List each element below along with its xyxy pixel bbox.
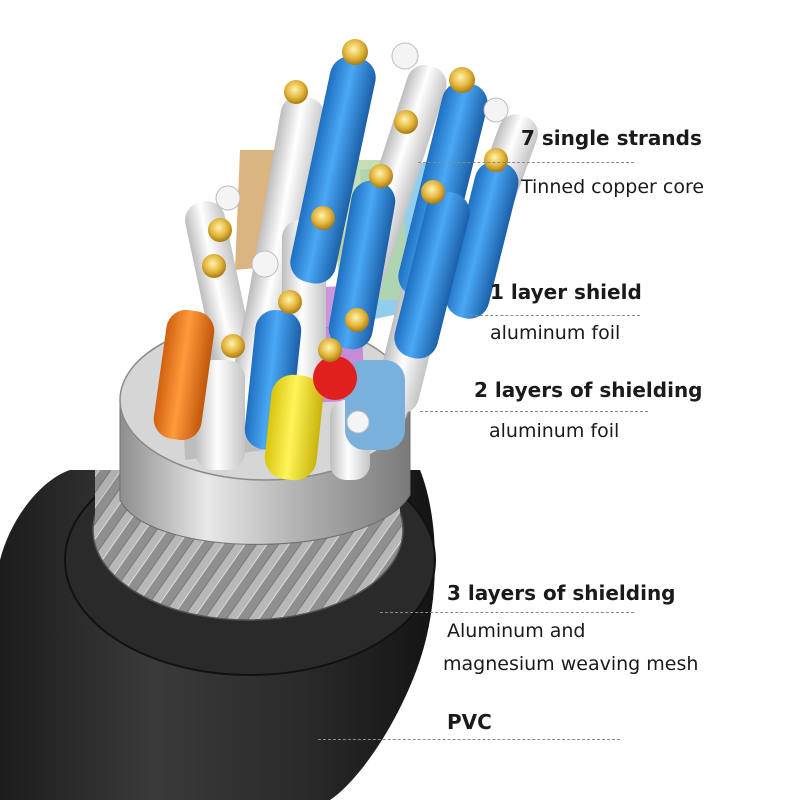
callout-desc-shield-3-line1: Aluminum and [447,620,586,642]
leader-line-shield-1 [470,315,640,316]
callout-desc-shield-2: aluminum foil [489,420,620,442]
callout-title-strands: 7 single strands [521,126,702,150]
callout-desc-shield-1: aluminum foil [490,322,621,344]
yellow-wire [264,374,324,481]
callout-title-shield-1: 1 layer shield [490,280,642,304]
callout-desc-strands: Tinned copper core [521,176,705,198]
leader-line-shield-3 [380,612,634,613]
callout-title-shield-2: 2 layers of shielding [474,378,703,402]
leader-line-strands [418,162,634,163]
copper-cores [202,39,508,362]
red-wire [313,356,357,400]
leader-line-shield-2 [420,411,648,412]
callout-desc-shield-3-line2: magnesium weaving mesh [443,653,699,675]
orange-wire [153,309,215,441]
callout-title-pvc: PVC [447,710,492,734]
leader-line-pvc [318,739,620,740]
callout-title-shield-3: 3 layers of shielding [447,581,676,605]
